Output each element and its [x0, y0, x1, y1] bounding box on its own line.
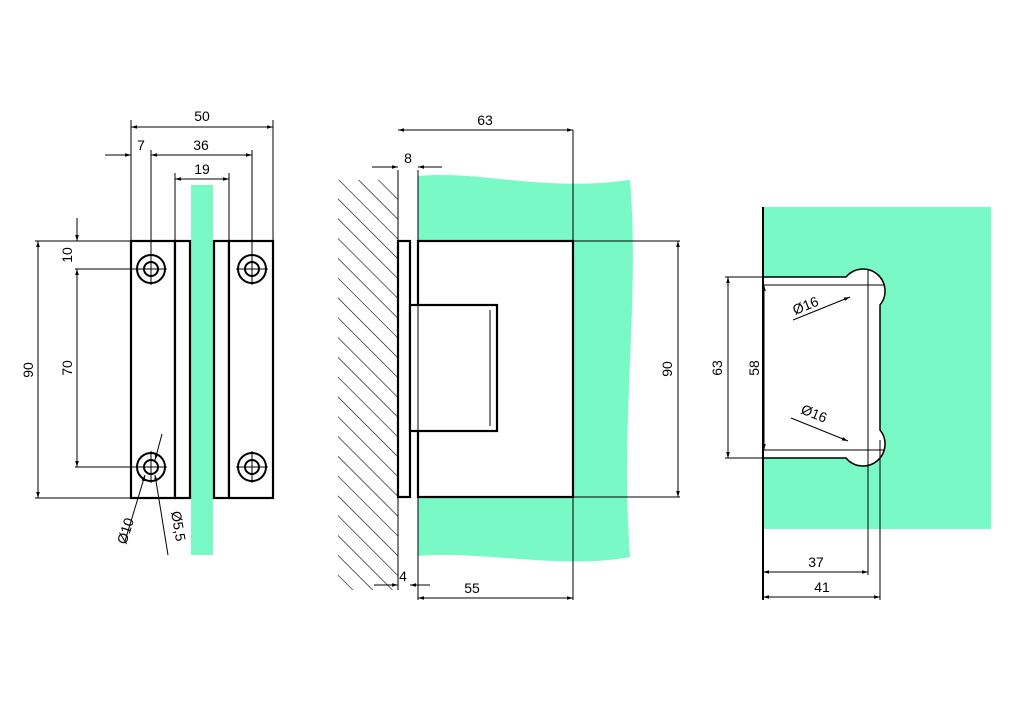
right-clamp-strip — [212, 239, 231, 500]
wall-hatching — [338, 180, 398, 590]
top-view: 63 58 Ø16 Ø16 37 41 — [709, 207, 991, 600]
dim-side-height: 90 — [659, 361, 675, 377]
hinge-knuckle — [408, 303, 499, 433]
screw-holes — [135, 253, 268, 483]
dim-top-offset: 10 — [59, 247, 75, 263]
dim-hole-spacing-v: 70 — [59, 360, 75, 376]
glass-panel — [191, 185, 213, 555]
dim-plate-thickness: 8 — [404, 150, 412, 166]
dim-width-total: 50 — [194, 108, 210, 124]
dim-glass-gap: 19 — [194, 161, 210, 177]
hinge-cutout — [762, 268, 886, 467]
dim-outer-height: 63 — [709, 360, 725, 376]
dim-body-depth: 55 — [464, 580, 480, 596]
dim-counterbore-dia: Ø10 — [114, 516, 137, 546]
side-view: 63 8 90 4 55 — [338, 112, 680, 600]
dim-inner-height: 58 — [746, 360, 762, 376]
dim-inner-depth: 37 — [808, 554, 824, 570]
dim-hole-offset: 7 — [137, 137, 145, 153]
wall-plate — [396, 239, 412, 499]
dim-height-total: 90 — [20, 362, 36, 378]
dim-hole-dia: Ø5,5 — [168, 510, 189, 543]
left-clamp-strip — [173, 239, 192, 500]
dim-plate-gap: 4 — [399, 568, 407, 584]
dim-outer-depth: 41 — [814, 579, 830, 595]
front-view: 50 7 36 19 10 70 90 Ø10 Ø5,5 — [20, 108, 275, 556]
dim-depth-total: 63 — [477, 112, 493, 128]
dim-hole-spacing-h: 36 — [193, 137, 209, 153]
